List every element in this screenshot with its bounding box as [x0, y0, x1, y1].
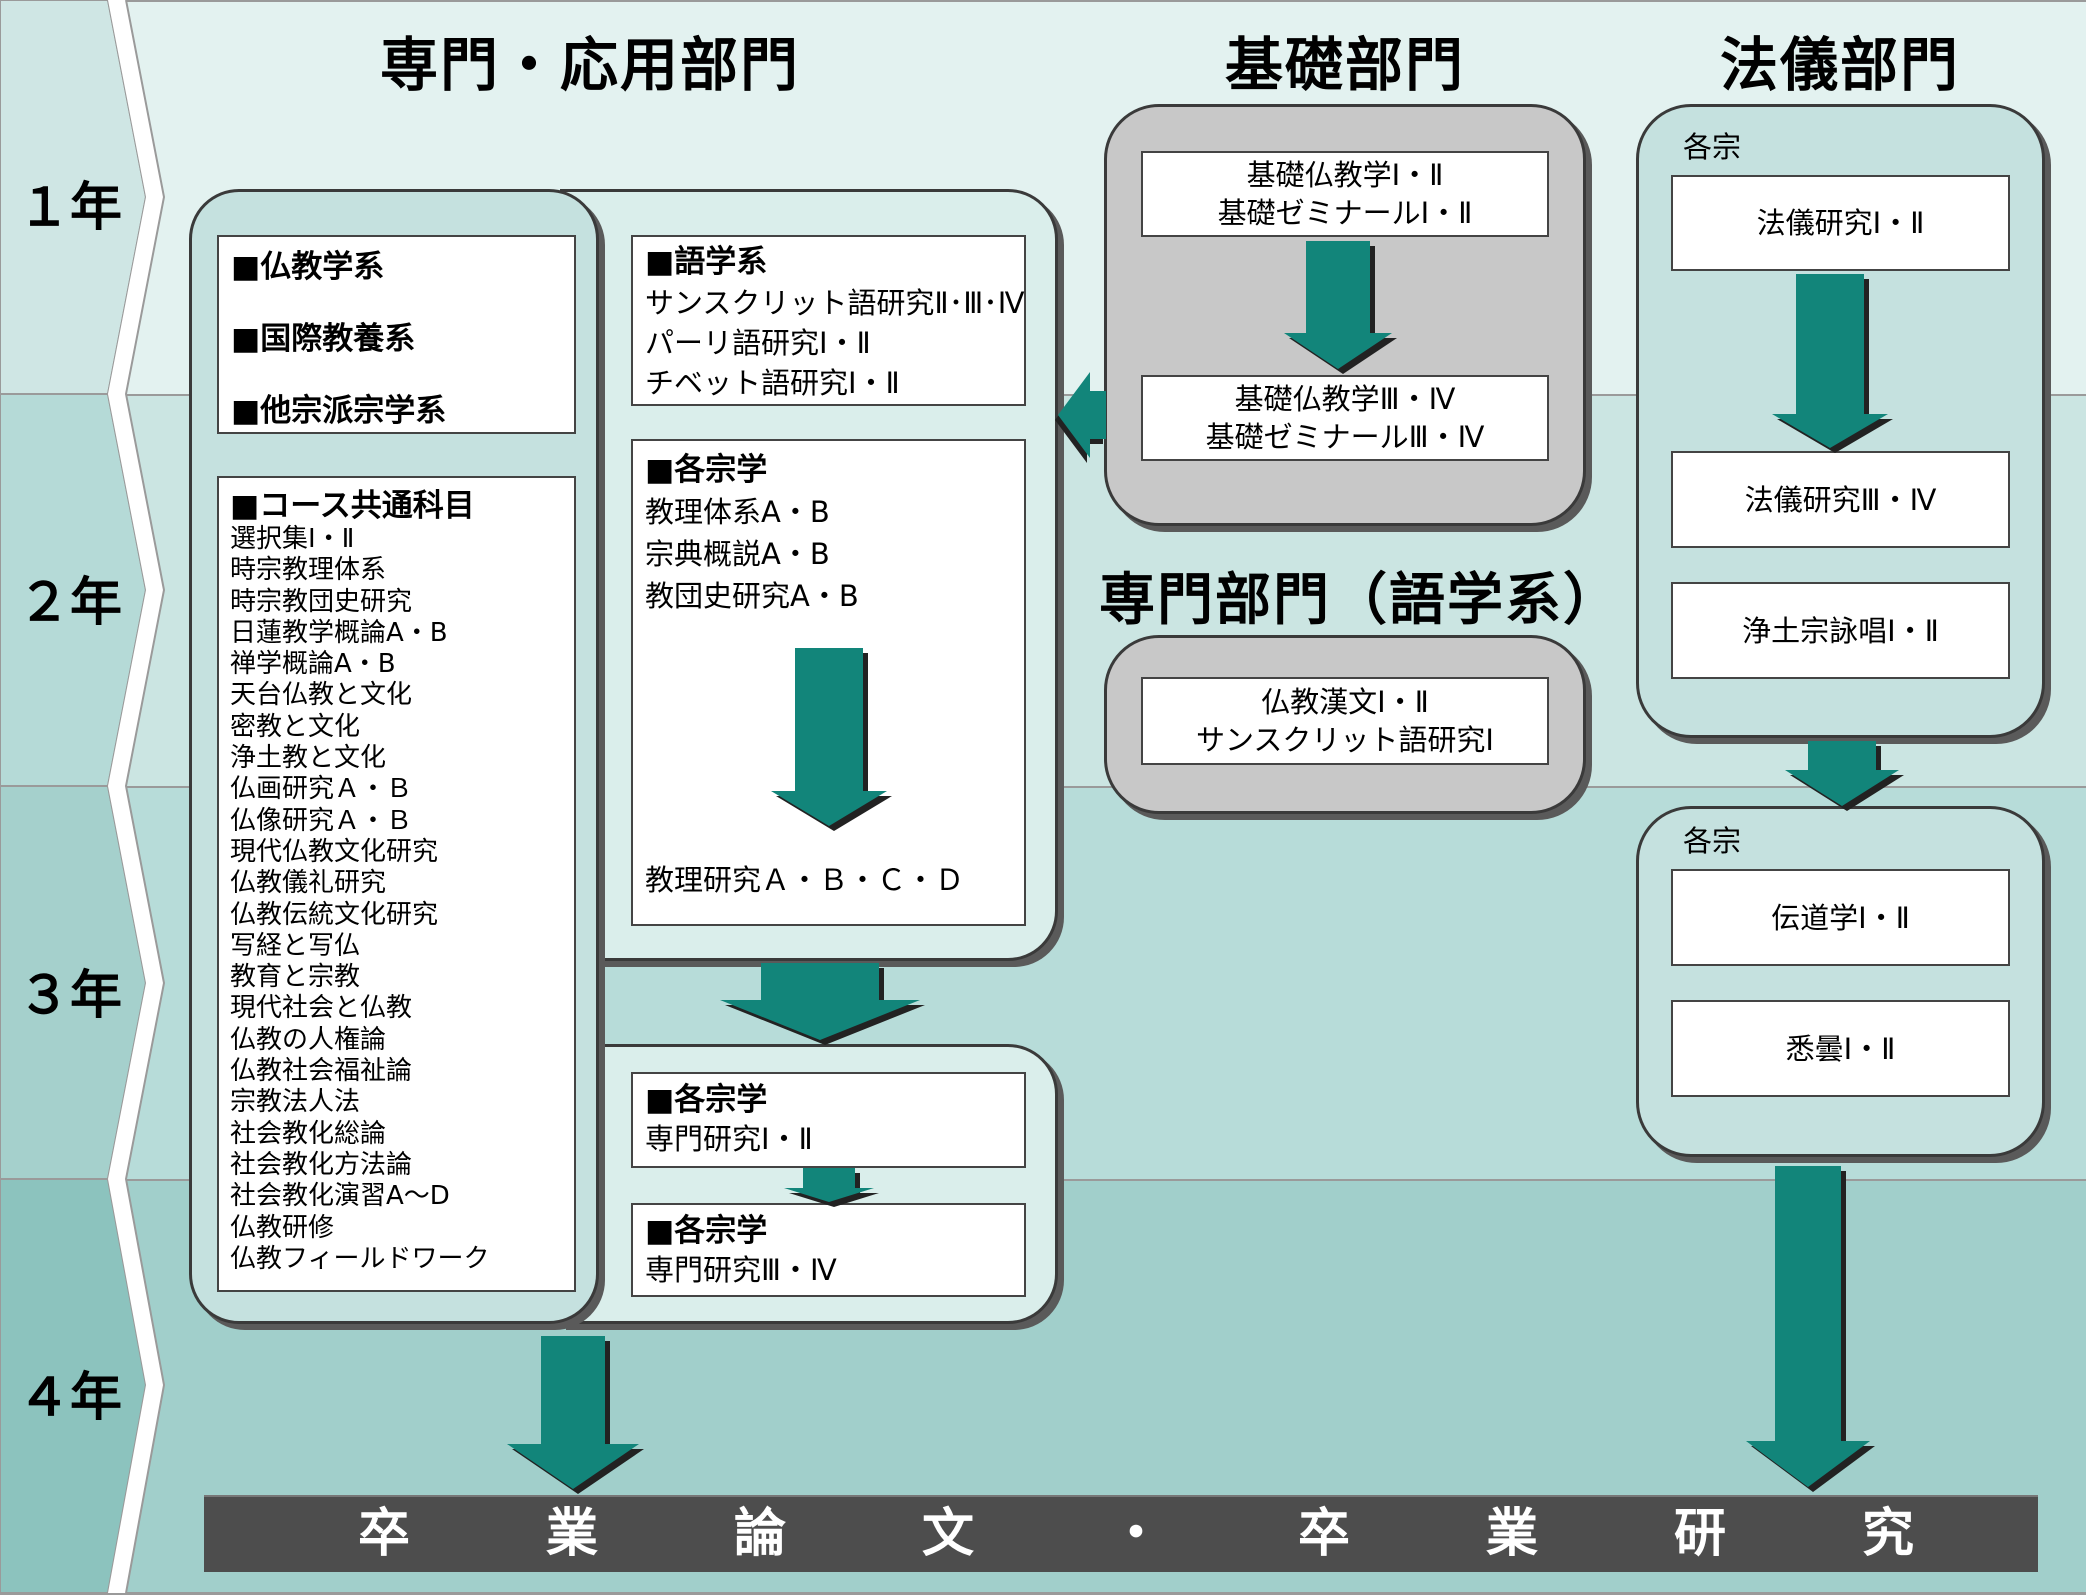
common-subject-item: 社会教化総論	[230, 1118, 387, 1149]
common-subject-item: 密教と文化	[230, 711, 361, 742]
year-label-4: ４年	[18, 1368, 123, 1428]
chevron-divider-right	[124, 0, 166, 1594]
graduation-char: ・	[1109, 1504, 1162, 1564]
language-dept-box: 仏教漢文Ⅰ・Ⅱ サンスクリット語研究Ⅰ	[1141, 677, 1549, 765]
common-subject-item: 仏教社会福祉論	[230, 1056, 413, 1087]
language-heading: ■語学系	[645, 244, 768, 280]
basic-step-2-line: 基礎仏教学Ⅲ・Ⅳ	[1234, 382, 1456, 416]
ritual-item-3: 浄土宗詠唱Ⅰ・Ⅱ	[1671, 582, 2010, 679]
language-item: パーリ語研究Ⅰ・Ⅱ	[645, 326, 871, 360]
common-subject-item: 現代社会と仏教	[230, 993, 413, 1024]
common-subject-item: 仏教の人権論	[230, 1024, 387, 1055]
common-subject-item: 社会教化方法論	[230, 1149, 413, 1180]
basic-step-1: 基礎仏教学Ⅰ・Ⅱ 基礎ゼミナールⅠ・Ⅱ	[1141, 151, 1549, 237]
common-subject-item: 仏教伝統文化研究	[230, 899, 439, 930]
ritual-item-1: 法儀研究Ⅰ・Ⅱ	[1671, 175, 2010, 271]
ritual-item-5: 悉曇Ⅰ・Ⅱ	[1671, 1000, 2010, 1097]
language-item: サンスクリット語研究Ⅱ･Ⅲ･Ⅳ	[645, 286, 1025, 320]
basic-step-2: 基礎仏教学Ⅲ・Ⅳ 基礎ゼミナールⅢ・Ⅳ	[1141, 375, 1549, 461]
ritual-item-4: 伝道学Ⅰ・Ⅱ	[1671, 869, 2010, 966]
ritual-item-2: 法儀研究Ⅲ・Ⅳ	[1671, 451, 2010, 548]
language-box: ■語学系 サンスクリット語研究Ⅱ･Ⅲ･Ⅳ パーリ語研究Ⅰ・Ⅱ チベット語研究Ⅰ・…	[631, 235, 1026, 406]
track-international: ■国際教養系	[231, 321, 416, 357]
common-subject-item: 選択集Ⅰ・Ⅱ	[230, 524, 355, 554]
common-subjects-heading: ■コース共通科目	[230, 488, 475, 524]
year-label-1: １年	[18, 178, 123, 238]
sect-studies-item: 教団史研究A・B	[645, 579, 859, 613]
common-subject-item: 時宗教理体系	[230, 555, 387, 586]
sect-studies-heading: ■各宗学	[645, 452, 768, 488]
chevron-divider	[108, 0, 164, 1593]
common-subject-item: 現代仏教文化研究	[230, 836, 439, 867]
common-subject-item: 仏教儀礼研究	[230, 868, 387, 899]
ritual-group-1-label: 各宗	[1683, 130, 1742, 164]
language-dept-line: サンスクリット語研究Ⅰ	[1196, 723, 1494, 757]
year-label-2: ２年	[18, 573, 123, 633]
seminar-1-box: ■各宗学 専門研究Ⅰ・Ⅱ	[631, 1072, 1026, 1168]
common-subject-item: 社会教化演習A～D	[230, 1181, 450, 1212]
year-label-3: ３年	[18, 966, 123, 1026]
language-dept-line: 仏教漢文Ⅰ・Ⅱ	[1261, 685, 1429, 719]
graduation-char: 業	[545, 1504, 598, 1564]
sect-studies-item: 宗典概説A・B	[645, 537, 830, 571]
common-subject-item: 禅学概論A・B	[230, 649, 396, 680]
graduation-bar	[204, 1495, 2038, 1572]
header-language-dept: 専門部門（語学系）	[1099, 568, 1621, 633]
header-basic: 基礎部門	[1224, 31, 1465, 99]
tracks-box: ■仏教学系 ■国際教養系 ■他宗派宗学系	[217, 235, 576, 434]
basic-step-2-line: 基礎ゼミナールⅢ・Ⅳ	[1205, 420, 1485, 454]
common-subject-item: 時宗教団史研究	[230, 586, 413, 617]
graduation-char: 究	[1861, 1504, 1914, 1564]
sect-studies-item: 教理体系A・B	[645, 495, 830, 529]
common-subject-item: 仏像研究Ａ・Ｂ	[230, 805, 413, 836]
graduation-char: 卒	[1297, 1504, 1350, 1564]
graduation-char: 文	[921, 1504, 974, 1564]
graduation-char: 論	[733, 1504, 786, 1564]
ritual-group-2-label: 各宗	[1683, 824, 1742, 858]
common-subject-item: 浄土教と文化	[230, 743, 387, 774]
common-subject-item: 仏教研修	[230, 1212, 335, 1243]
graduation-char: 卒	[357, 1504, 410, 1564]
common-subject-item: 仏教フィールドワーク	[230, 1243, 490, 1274]
common-subject-item: 日蓮教学概論A・B	[230, 617, 448, 648]
header-ritual: 法儀部門	[1719, 31, 1960, 99]
common-subject-item: 天台仏教と文化	[230, 680, 413, 711]
panel-ritual-2	[1636, 806, 2045, 1157]
header-applied: 専門・応用部門	[379, 31, 800, 99]
common-subject-item: 仏画研究Ａ・Ｂ	[230, 774, 413, 805]
seminar-2-heading: ■各宗学	[645, 1213, 768, 1249]
language-item: チベット語研究Ⅰ・Ⅱ	[645, 366, 900, 400]
sect-studies-box: ■各宗学 教理体系A・B 宗典概説A・B 教団史研究A・B 教理研究Ａ・Ｂ・Ｃ・…	[631, 439, 1026, 926]
common-subject-item: 写経と写仏	[230, 930, 361, 961]
seminar-1-heading: ■各宗学	[645, 1082, 768, 1118]
basic-step-1-line: 基礎仏教学Ⅰ・Ⅱ	[1246, 158, 1444, 192]
seminar-2-box: ■各宗学 専門研究Ⅲ・Ⅳ	[631, 1203, 1026, 1297]
track-other-sects: ■他宗派宗学系	[231, 393, 447, 429]
basic-step-1-line: 基礎ゼミナールⅠ・Ⅱ	[1217, 196, 1473, 230]
track-buddhist-studies: ■仏教学系	[231, 249, 385, 285]
graduation-char: 研	[1673, 1504, 1726, 1564]
graduation-char: 業	[1485, 1504, 1538, 1564]
seminar-2-item: 専門研究Ⅲ・Ⅳ	[645, 1253, 837, 1287]
common-subject-item: 宗教法人法	[230, 1087, 361, 1118]
seminar-1-item: 専門研究Ⅰ・Ⅱ	[645, 1122, 813, 1156]
sect-studies-advanced: 教理研究Ａ・Ｂ・Ｃ・Ｄ	[645, 863, 965, 897]
common-subject-item: 教育と宗教	[230, 962, 361, 993]
